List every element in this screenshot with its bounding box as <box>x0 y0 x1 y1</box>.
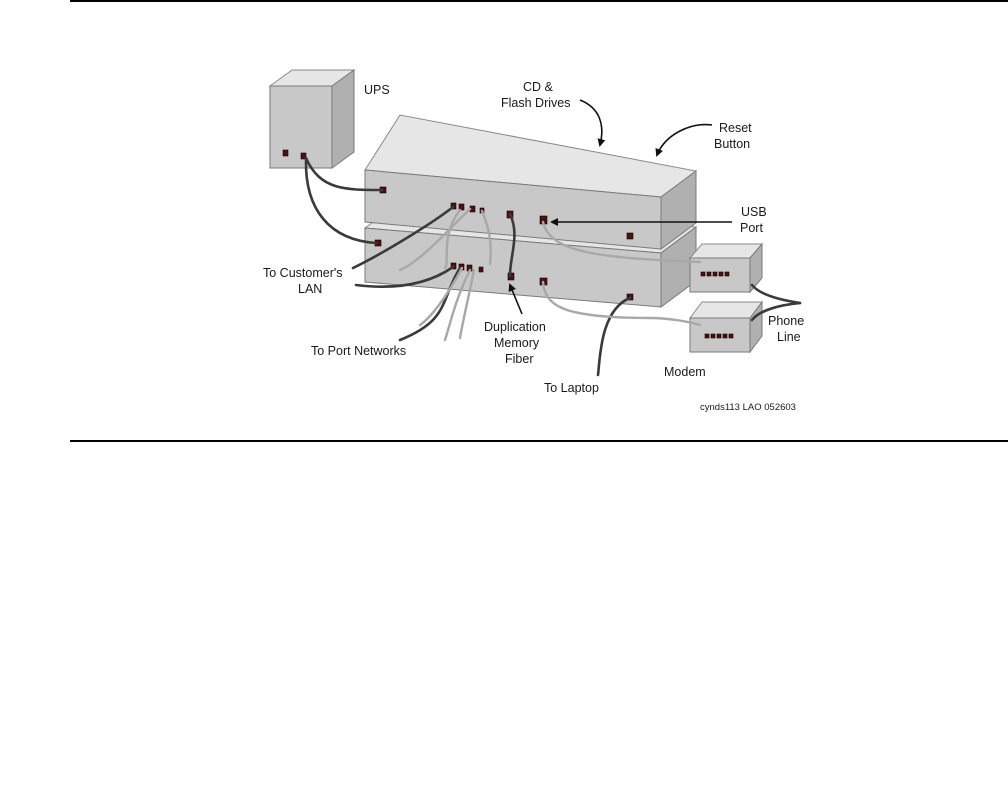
figure-code: cynds113 LAO 052603 <box>700 402 796 413</box>
label-phone-line1: Phone <box>768 314 804 328</box>
label-duplication-line3: Fiber <box>505 352 533 366</box>
bottom-rule <box>70 440 1008 442</box>
ups-outlet-1 <box>282 149 289 157</box>
ups-power-cable-upper <box>304 156 384 192</box>
label-cd-flash-line1: CD & <box>523 80 554 94</box>
modem-lower <box>689 300 763 354</box>
customer-lan-cable-1 <box>351 205 455 270</box>
phone-line-cable <box>750 283 802 305</box>
label-duplication-line2: Memory <box>494 336 540 350</box>
label-customer-lan-line2: LAN <box>298 282 322 296</box>
cd-flash-arrow <box>579 99 606 147</box>
label-customer-lan-line1: To Customer's <box>263 266 343 280</box>
ups-unit <box>268 69 356 169</box>
label-modem: Modem <box>664 365 706 379</box>
label-duplication-line1: Duplication <box>484 320 546 334</box>
modem-upper <box>688 242 764 294</box>
customer-lan-cable-2 <box>354 265 455 289</box>
label-ups: UPS <box>364 83 390 97</box>
server-upper <box>364 114 698 250</box>
label-port-networks: To Port Networks <box>311 344 406 358</box>
port-network-cable <box>398 266 462 342</box>
label-cd-flash-line2: Flash Drives <box>501 96 570 110</box>
label-usb-line1: USB <box>741 205 767 219</box>
ups-outlet-2 <box>300 152 307 160</box>
label-usb-line2: Port <box>740 221 763 235</box>
label-reset-line1: Reset <box>719 121 752 135</box>
ups-power-cable-lower <box>304 158 378 245</box>
duplication-arrow <box>508 283 523 315</box>
reset-arrow <box>655 123 713 157</box>
duplication-fiber-cable <box>508 212 516 278</box>
label-phone-line2: Line <box>777 330 801 344</box>
label-reset-line2: Button <box>714 137 750 151</box>
top-rule <box>70 0 1008 2</box>
laptop-cable <box>596 296 632 377</box>
label-laptop: To Laptop <box>544 381 599 395</box>
